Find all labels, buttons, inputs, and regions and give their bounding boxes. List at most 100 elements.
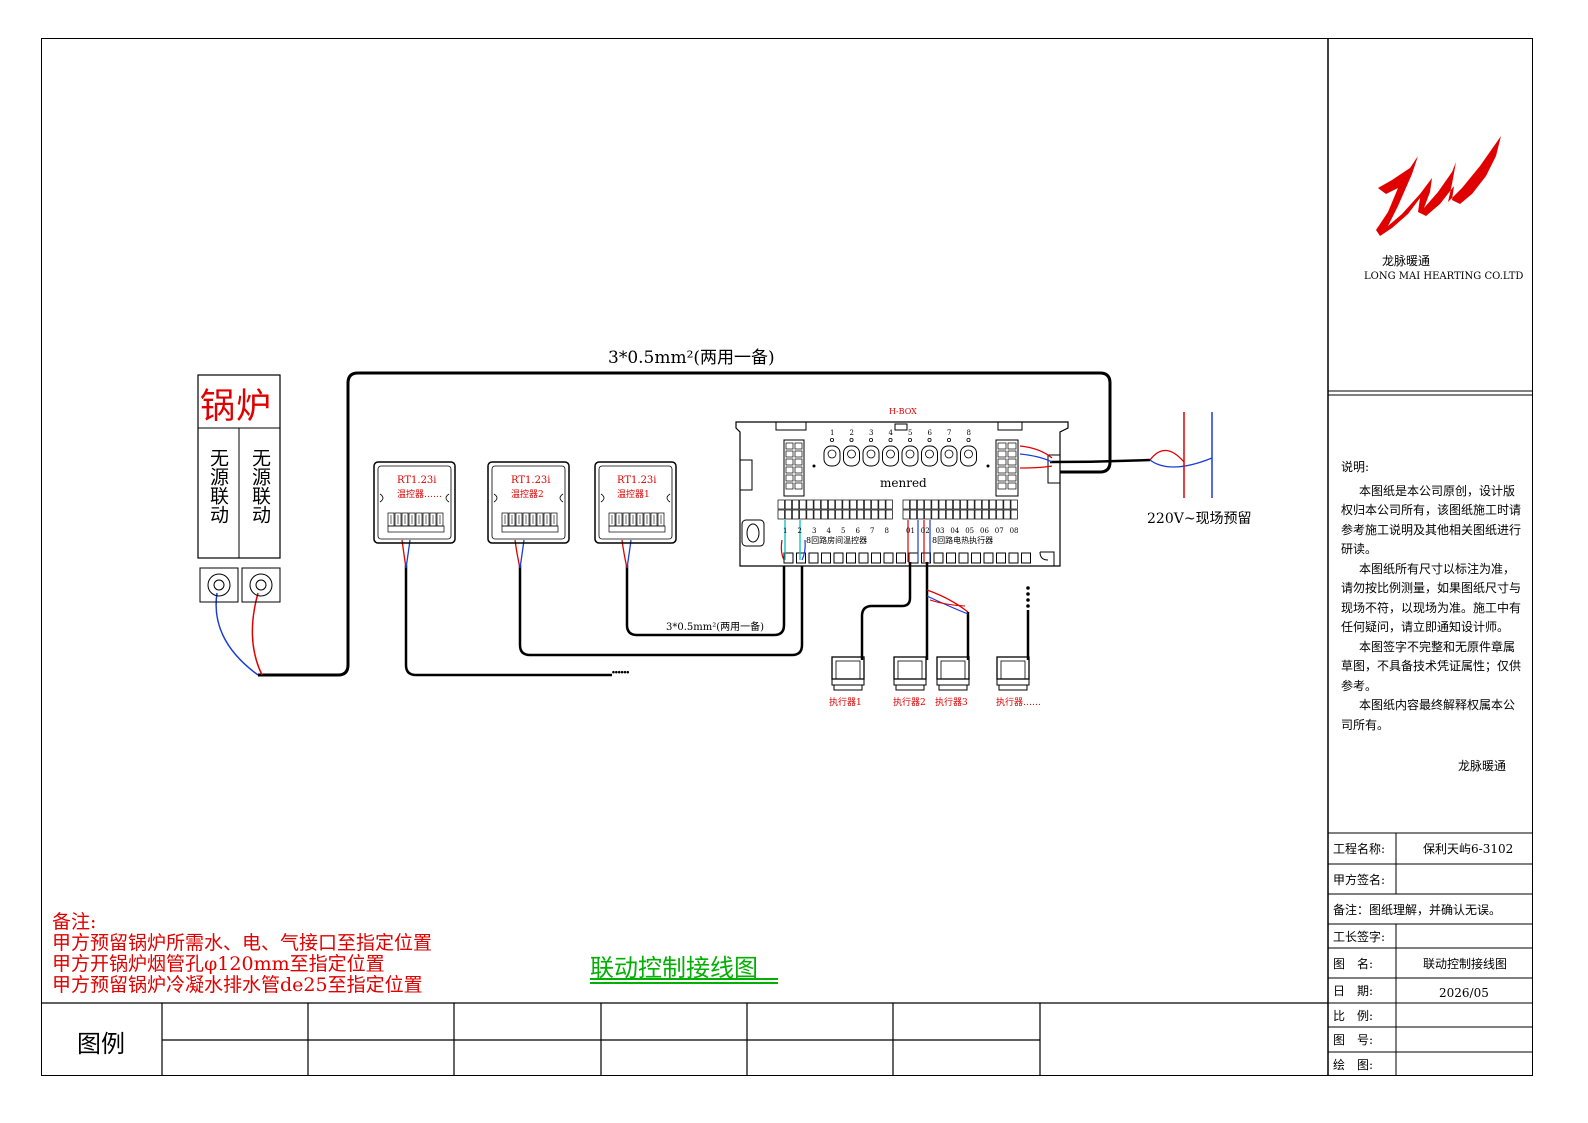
thermostat-1-model: RT1.23i xyxy=(617,475,657,486)
hbox-right-channel: 01 xyxy=(906,527,915,535)
notes-paragraph-4: 本图纸内容最终解释权属本公司所有。 xyxy=(1341,698,1516,732)
cable-label-inner: 3*0.5mm²(两用一备) xyxy=(666,622,765,633)
hbox-top-channel: 1 xyxy=(830,429,835,437)
thermostat-2-model: RT1.23i xyxy=(511,475,551,486)
scale-label: 比 例: xyxy=(1333,1008,1374,1023)
hbox-left-caption: 8回路房间温控器 xyxy=(806,536,868,545)
number-label: 图 号: xyxy=(1333,1033,1374,1047)
company-name-cn: 龙脉暖通 xyxy=(1382,254,1431,268)
hbox-top-channel: 8 xyxy=(966,429,971,437)
hbox-right-channel: 08 xyxy=(1009,527,1019,535)
thermostat-unit xyxy=(487,461,570,544)
hbox-relays xyxy=(812,437,990,468)
hbox-terminals-right xyxy=(902,499,1018,520)
cable-label-top: 3*0.5mm²(两用一备) xyxy=(608,348,775,368)
hbox-right-channel: 04 xyxy=(950,527,960,535)
hbox-right-caption: 8回路电热执行器 xyxy=(932,536,994,545)
thermo-cable-1 xyxy=(625,560,786,637)
boiler-title: 锅炉 xyxy=(200,387,273,427)
boiler-wire-red xyxy=(251,592,263,676)
hbox-bottom-clamps xyxy=(783,552,1031,564)
thermo-cable-3 xyxy=(404,565,612,677)
date-value: 2026/05 xyxy=(1439,985,1489,1000)
hbox-top-channel: 5 xyxy=(908,429,913,437)
notes-paragraph-3: 本图签字不完整和无原件章属草图，不具备技术凭证属性；仅供参考。 xyxy=(1341,639,1522,693)
hbox-left-channel: 8 xyxy=(884,527,889,535)
main-cable xyxy=(258,371,1112,677)
project-value: 保利天屿6-3102 xyxy=(1423,842,1514,856)
hbox-right-channel: 07 xyxy=(994,527,1004,535)
drawing-name-value: 联动控制接线图 xyxy=(1423,956,1508,971)
continuation-dots: ······ xyxy=(611,665,630,681)
thermostat-2-name: 温控器2 xyxy=(511,490,544,500)
hbox-left-channel: 6 xyxy=(855,527,860,535)
company-name-en: LONG MAI HEARTING CO.LTD xyxy=(1364,271,1524,282)
actuator-2-label: 执行器2 xyxy=(893,698,926,708)
remarks-line-2: 甲方开锅炉烟管孔φ120mm至指定位置 xyxy=(52,953,385,975)
legend-label: 图例 xyxy=(77,1030,125,1058)
hbox-top-channel: 6 xyxy=(927,429,932,437)
boiler-port-right: 无源联动 xyxy=(249,448,271,524)
drawing-frame xyxy=(41,38,1533,1076)
hbox-top-channel: 4 xyxy=(888,429,893,437)
hbox-right-channel: 06 xyxy=(980,527,989,535)
hbox-left-channel: 7 xyxy=(870,527,875,535)
drawing-name-label: 图 名: xyxy=(1333,956,1374,971)
thermostat-unit xyxy=(594,461,677,544)
thermo-cable-2 xyxy=(518,560,804,657)
remarks-heading: 备注: xyxy=(52,911,97,933)
company-logo xyxy=(1376,136,1501,236)
foreman-label: 工长签字: xyxy=(1333,929,1386,944)
hbox-right-channel: 05 xyxy=(965,527,975,535)
left-terminal-grid xyxy=(785,442,803,490)
actuator-unit xyxy=(831,656,865,691)
remarks-line-3: 甲方预留锅炉冷凝水排水管de25至指定位置 xyxy=(52,974,423,996)
hbox-top-channel: 3 xyxy=(869,429,874,437)
drawn-label: 绘 图: xyxy=(1333,1057,1374,1072)
date-label: 日 期: xyxy=(1333,984,1374,998)
actuator-1-label: 执行器1 xyxy=(829,698,862,708)
actuators xyxy=(831,656,1030,691)
project-label: 工程名称: xyxy=(1333,842,1386,856)
notes-block: 说明: 本图纸是本公司原创，设计版权归本公司所有，该图纸施工时请参考施工说明及其… xyxy=(1341,458,1526,735)
actuator-unit xyxy=(996,656,1030,691)
hbox-left-channel: 1 xyxy=(783,527,788,535)
hbox-brand: menred xyxy=(880,476,927,490)
hbox-right-channel: 03 xyxy=(935,527,945,535)
hbox-left-channel: 4 xyxy=(826,527,831,535)
hbox-left-channel: 5 xyxy=(841,527,846,535)
thermostat-3-model: RT1.23i xyxy=(397,475,437,486)
hbox-terminals-left xyxy=(777,499,893,520)
thermostat-1-name: 温控器1 xyxy=(617,490,650,500)
hbox-top-channel: 2 xyxy=(849,429,854,437)
hbox-top-channel: 7 xyxy=(947,429,952,437)
hbox-left-channel: 2 xyxy=(797,527,802,535)
actuator-3-label: 执行器3 xyxy=(935,698,968,708)
actuator-cable-1 xyxy=(860,562,912,660)
legend-table xyxy=(41,1002,1328,1076)
notes-signature: 龙脉暖通 xyxy=(1458,759,1507,773)
boiler-port-left: 无源联动 xyxy=(207,448,229,524)
thermostats xyxy=(373,461,677,544)
hbox-right-channel: 02 xyxy=(920,527,930,535)
drawing-title: 联动控制接线图 xyxy=(590,954,758,982)
hbox-label: H-BOX xyxy=(889,407,917,416)
hbox-controller xyxy=(735,421,1069,567)
thermostat-unit xyxy=(373,461,456,544)
actuator-unit xyxy=(936,656,970,691)
notes-heading: 说明: xyxy=(1341,460,1370,474)
boiler-wire-blue xyxy=(215,592,259,676)
client-sign-label: 甲方签名: xyxy=(1333,872,1386,887)
power-label: 220V~现场预留 xyxy=(1147,511,1252,527)
confirm-note: 备注：图纸理解，并确认无误。 xyxy=(1333,902,1502,917)
hbox-left-channel: 3 xyxy=(812,527,817,535)
right-panel-lines xyxy=(1327,38,1533,1076)
boiler-block xyxy=(197,374,281,603)
notes-paragraph-1: 本图纸是本公司原创，设计版权归本公司所有，该图纸施工时请参考施工说明及其他相关图… xyxy=(1341,483,1522,557)
notes-paragraph-2: 本图纸所有尺寸以标注为准，请勿按比例测量，如果图纸尺寸与现场不符，以现场为准。施… xyxy=(1341,561,1522,635)
actuator-4-label: 执行器…… xyxy=(996,698,1042,708)
remarks-line-1: 甲方预留锅炉所需水、电、气接口至指定位置 xyxy=(52,932,433,954)
actuator-unit xyxy=(893,656,927,691)
thermostat-3-name: 温控器…… xyxy=(397,490,443,500)
